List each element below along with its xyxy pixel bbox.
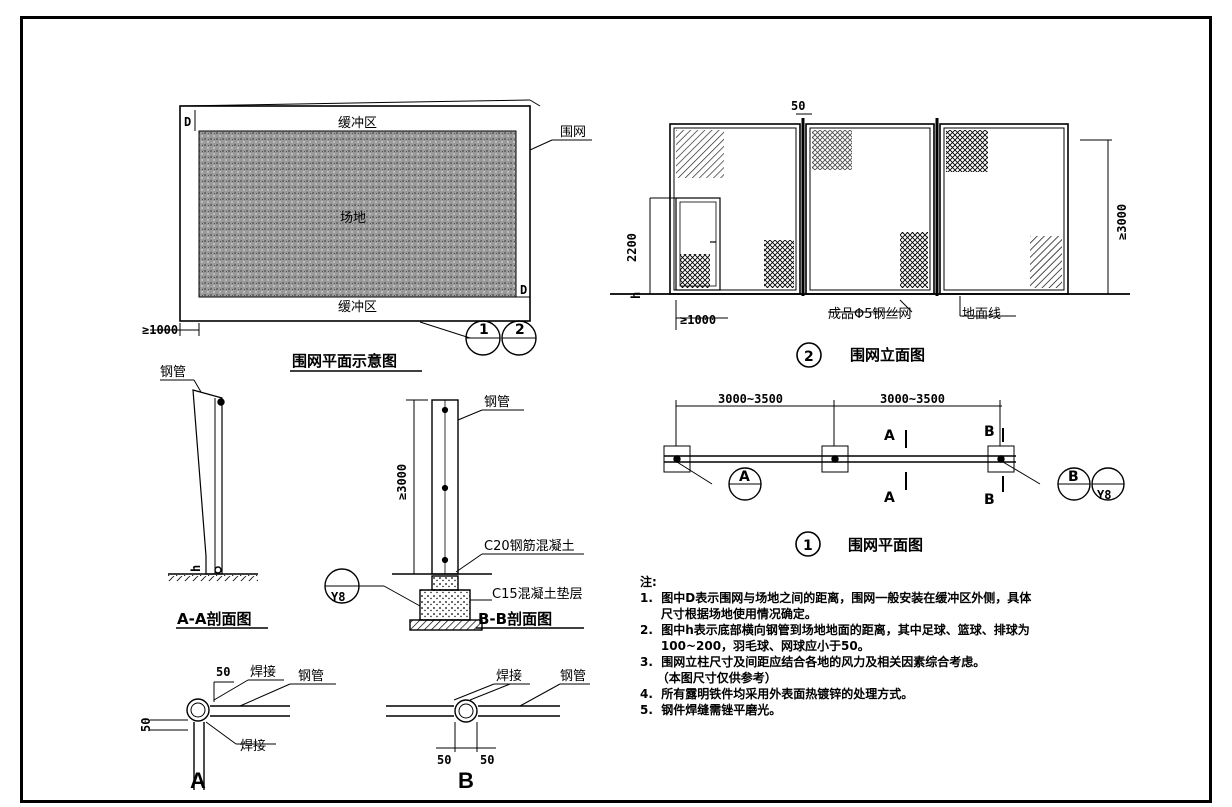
layout-dim-right: 3000~3500 bbox=[880, 392, 945, 406]
note-line: 4. 所有露明铁件均采用外表面热镀锌的处理方式。 bbox=[640, 687, 914, 701]
fence-elevation bbox=[610, 113, 1130, 368]
layout-badge: 1 bbox=[803, 538, 813, 554]
note-line: 100~200，羽毛球、网球应小于50。 bbox=[640, 639, 870, 653]
elev-dim-h: h bbox=[629, 292, 643, 299]
sec-b-title: B-B剖面图 bbox=[478, 610, 552, 628]
callout-2-number: 2 bbox=[515, 322, 525, 338]
elev-mesh-label: 成品Φ5钢丝网 bbox=[828, 307, 912, 322]
note-line: 1. 图中D表示围网与场地之间的距离，围网一般安装在缓冲区外侧，具体 bbox=[640, 591, 1032, 605]
note-line: 2. 图中h表示底部横向钢管到场地地面的距离，其中足球、篮球、排球为 bbox=[640, 623, 1030, 637]
layout-dim-left: 3000~3500 bbox=[718, 392, 783, 406]
plan-buffer-top: 缓冲区 bbox=[338, 116, 377, 131]
plan-dim-d-right: D bbox=[520, 283, 527, 297]
det-a-weld-top: 焊接 bbox=[250, 664, 276, 680]
det-b-label: B bbox=[458, 768, 474, 793]
det-a-weld-bottom: 焊接 bbox=[240, 738, 266, 754]
det-b-pipe: 钢管 bbox=[560, 669, 586, 684]
layout-title: 围网平面图 bbox=[848, 536, 923, 554]
plan-dim-d-top: D bbox=[184, 115, 191, 129]
bubble-b: B bbox=[1068, 469, 1079, 485]
elev-dim-50: 50 bbox=[791, 99, 805, 113]
det-a-dim-50-top: 50 bbox=[216, 665, 230, 679]
fence-outline bbox=[179, 105, 531, 322]
det-b-dim-50-left: 50 bbox=[437, 753, 451, 767]
elev-dim-1000: ≥1000 bbox=[680, 313, 716, 327]
detail-a bbox=[150, 679, 336, 790]
note-line: 3. 围网立柱尺寸及间距应结合各地的风力及相关因素综合考虑。 bbox=[640, 655, 986, 669]
notes-block: 注: 1. 图中D表示围网与场地之间的距离，围网一般安装在缓冲区外侧，具体 尺寸… bbox=[640, 574, 1200, 718]
elev-dim-2200: 2200 bbox=[625, 233, 639, 262]
plan-title: 围网平面示意图 bbox=[292, 352, 397, 370]
det-a-label: A bbox=[190, 768, 206, 793]
section-b-b bbox=[324, 399, 584, 631]
note-line: 尺寸根据场地使用情况确定。 bbox=[640, 607, 817, 621]
det-b-dim-50-right: 50 bbox=[480, 753, 494, 767]
fence-layout-plan bbox=[663, 400, 1125, 557]
field-area bbox=[198, 130, 517, 298]
section-a-a bbox=[160, 379, 268, 629]
sec-b-c15-label: C15混凝土垫层 bbox=[492, 586, 583, 602]
det-a-dim-50-left: 50 bbox=[139, 718, 153, 732]
det-a-pipe: 钢管 bbox=[298, 669, 324, 684]
plan-fence-label: 围网 bbox=[560, 125, 586, 140]
sec-a-pipe-label: 钢管 bbox=[160, 365, 186, 380]
sec-b-bubble-y8: Y8 bbox=[331, 590, 345, 604]
plan-dim-1000: ≥1000 bbox=[142, 323, 178, 337]
elev-badge: 2 bbox=[804, 349, 814, 365]
det-b-weld: 焊接 bbox=[496, 668, 522, 684]
elev-title: 围网立面图 bbox=[850, 346, 925, 364]
sec-a-title: A-A剖面图 bbox=[177, 610, 251, 628]
cut-a-top: A bbox=[884, 428, 895, 444]
elev-ground-label: 地面线 bbox=[962, 307, 1001, 322]
cut-b-top: B bbox=[984, 424, 995, 440]
sec-b-pipe-label: 钢管 bbox=[484, 395, 510, 410]
bubble-y8: Y8 bbox=[1097, 488, 1111, 502]
detail-b bbox=[386, 683, 590, 752]
drawing-frame bbox=[20, 16, 1212, 803]
notes-heading: 注: bbox=[640, 575, 657, 589]
plan-field-label: 场地 bbox=[340, 211, 366, 226]
elev-dim-3000: ≥3000 bbox=[1115, 204, 1129, 240]
callout-1-number: 1 bbox=[479, 322, 489, 338]
cut-a-bottom: A bbox=[884, 490, 895, 506]
plan-schematic bbox=[150, 99, 592, 372]
sec-b-dim-3000: ≥3000 bbox=[395, 464, 409, 500]
note-line: （本图尺寸仅供参考） bbox=[640, 671, 777, 685]
bubble-a: A bbox=[739, 469, 750, 485]
plan-buffer-bottom: 缓冲区 bbox=[338, 300, 377, 315]
note-line: 5. 钢件焊缝需锉平磨光。 bbox=[640, 703, 782, 717]
sec-b-c20-label: C20钢筋混凝土 bbox=[484, 538, 575, 554]
cut-b-bottom: B bbox=[984, 492, 995, 508]
sec-a-dim-h: h bbox=[189, 565, 203, 572]
